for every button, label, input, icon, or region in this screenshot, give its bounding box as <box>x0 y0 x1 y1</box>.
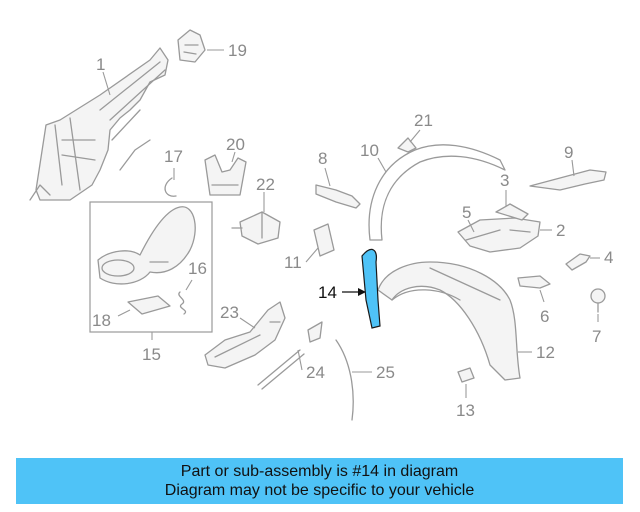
part-15-group-box <box>89 201 213 333</box>
callout-2: 2 <box>556 221 565 240</box>
part-16-spring <box>178 291 187 315</box>
part-4-clip <box>565 253 591 271</box>
callout-21: 21 <box>414 111 433 130</box>
callout-20: 20 <box>226 135 245 154</box>
part-20-bracket <box>204 154 247 196</box>
part-12-wheelhouse-liner <box>377 261 521 381</box>
callout-8: 8 <box>318 149 327 168</box>
callout-23: 23 <box>220 303 239 322</box>
part-9-bracket <box>529 169 607 191</box>
callout-11: 11 <box>284 253 302 272</box>
part-14-arrowhead <box>358 288 366 296</box>
part-11-panel <box>313 223 335 257</box>
callout-12: 12 <box>536 343 555 362</box>
callout-13: 13 <box>456 401 475 420</box>
callout-25: 25 <box>376 363 395 382</box>
part-18-housing <box>127 295 171 315</box>
callout-22: 22 <box>256 175 275 194</box>
part-1-quarter-panel <box>29 47 169 201</box>
callout-17: 17 <box>164 147 183 166</box>
banner-line-2: Diagram may not be specific to your vehi… <box>164 482 475 499</box>
part-6-bracket <box>517 275 551 289</box>
info-banner: Part or sub-assembly is #14 in diagram D… <box>16 458 623 504</box>
part-19-bracket <box>177 29 206 63</box>
part-15-fuel-door <box>97 206 196 285</box>
part-17-clip <box>164 177 177 197</box>
callout-4: 4 <box>604 248 613 267</box>
callout-14: 14 <box>318 283 337 302</box>
part-13-clip <box>457 367 475 383</box>
part-7-bolt <box>590 288 606 313</box>
callout-9: 9 <box>564 143 573 162</box>
part-22-actuator <box>231 211 281 245</box>
callout-10: 10 <box>360 141 379 160</box>
part-8-bracket <box>315 184 361 209</box>
callout-16: 16 <box>188 259 207 278</box>
callout-labels: 1 2 3 4 5 6 7 8 9 10 11 12 13 14 15 16 1… <box>92 41 613 420</box>
callout-18: 18 <box>92 311 111 330</box>
part-25-seal <box>335 339 354 421</box>
part-21-fastener <box>397 137 417 153</box>
part-2-bracket <box>457 217 541 253</box>
callout-3: 3 <box>500 171 509 190</box>
callout-1: 1 <box>96 55 105 74</box>
callout-7: 7 <box>592 327 601 346</box>
parts-diagram: 1 2 3 4 5 6 7 8 9 10 11 12 13 14 15 16 1… <box>29 29 613 421</box>
callout-5: 5 <box>462 203 471 222</box>
callout-15: 15 <box>142 345 161 364</box>
part-14-highlighted-seal <box>361 248 381 329</box>
callout-24: 24 <box>306 363 325 382</box>
banner-line-1: Part or sub-assembly is #14 in diagram <box>180 463 459 480</box>
part-24-seal <box>257 321 323 390</box>
part-10-flare <box>368 144 506 241</box>
part-3-bracket <box>495 203 529 221</box>
callout-19: 19 <box>228 41 247 60</box>
callout-6: 6 <box>540 307 549 326</box>
part-23-liner <box>204 301 286 369</box>
